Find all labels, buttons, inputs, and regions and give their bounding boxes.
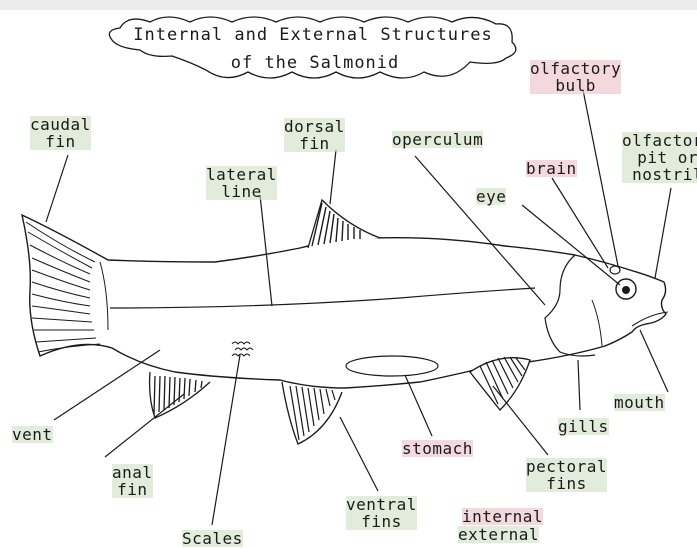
label-caudal-fin: caudal fin <box>30 116 91 150</box>
label-ventral-fins: ventral fins <box>346 496 417 530</box>
title-line-2: of the Salmonid <box>200 52 430 74</box>
label-olfactory-bulb: olfactory bulb <box>530 60 621 94</box>
label-scales: Scales <box>182 530 243 547</box>
label-gills: gills <box>558 418 609 435</box>
title-line-1: Internal and External Structures <box>118 24 508 46</box>
label-anal-fin: anal fin <box>112 464 153 498</box>
label-stomach: stomach <box>402 440 473 457</box>
label-operculum: operculum <box>392 131 483 148</box>
label-brain: brain <box>526 160 577 177</box>
label-pectoral-fins: pectoral fins <box>526 458 607 492</box>
legend-external: external <box>458 526 539 543</box>
label-vent: vent <box>12 426 53 443</box>
label-olfactory-pit: olfactory pit or nostril <box>622 132 697 183</box>
label-eye: eye <box>476 188 506 205</box>
label-dorsal-fin: dorsal fin <box>284 118 345 152</box>
label-mouth: mouth <box>614 394 665 411</box>
pupil <box>622 286 630 294</box>
legend-internal: internal <box>462 508 543 525</box>
label-lateral-line: lateral line <box>206 166 277 200</box>
